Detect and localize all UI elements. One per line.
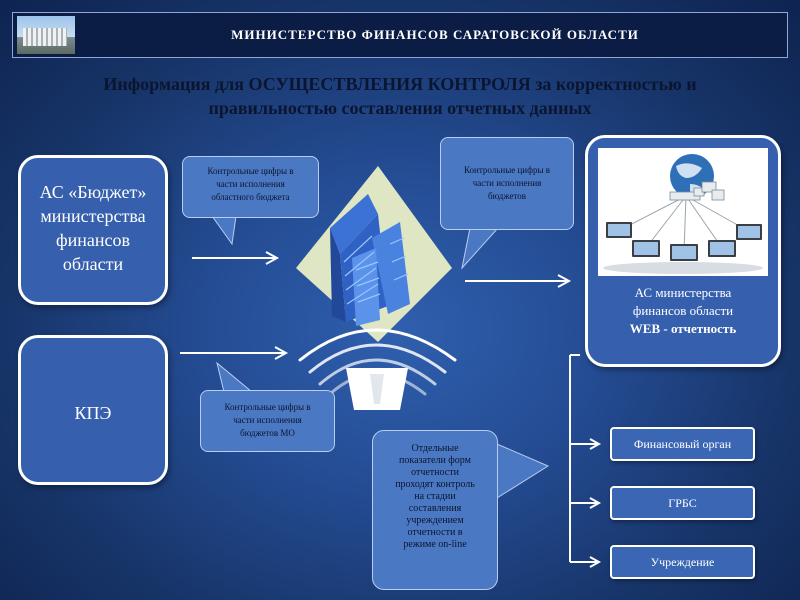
callout-online-line: составления	[408, 503, 462, 514]
wireless-signal-icon	[298, 328, 457, 396]
bubble-tail-regional	[211, 215, 237, 246]
main-title-line-2: правильностью составления отчетных данны…	[208, 98, 592, 118]
callout-budgets: Контрольные цифры в части исполнения бюд…	[440, 137, 574, 230]
callout-online-line: на стадии	[414, 491, 456, 502]
header-title: МИНИСТЕРСТВО ФИНАНСОВ САРАТОВСКОЙ ОБЛАСТ…	[231, 27, 639, 42]
web-reporting-line-3: WEB - отчетность	[629, 321, 737, 336]
bubble-tail-online	[496, 443, 550, 499]
budget-system-line-4: области	[62, 254, 124, 274]
web-reporting-text: АС министерства финансов области WEB - о…	[594, 284, 772, 338]
callout-online-line: отчетности в	[407, 527, 463, 538]
budget-system-line-1: АС «Бюджет»	[39, 182, 147, 202]
callout-mo-line-2: части исполнения	[233, 415, 302, 425]
budget-system-box: АС «Бюджет» министерства финансов област…	[18, 155, 168, 305]
bubble-tail-budgets	[461, 227, 500, 270]
main-title: Информация для ОСУЩЕСТВЛЕНИЯ КОНТРОЛЯ за…	[40, 72, 760, 120]
callout-online-line: показатели форм	[399, 455, 471, 466]
globe-network-icon	[603, 154, 763, 274]
building-facade	[23, 28, 67, 46]
network-globe-illustration	[598, 148, 768, 276]
kpe-label: КПЭ	[74, 403, 112, 423]
callout-online-line: Отдельные	[411, 443, 459, 454]
arrow-budget-to-center	[192, 251, 280, 265]
callout-regional-line-2: части исполнения	[216, 179, 285, 189]
organizations-bracket	[569, 354, 602, 568]
office-building-icon	[330, 194, 410, 326]
web-reporting-line-1: АС министерства	[634, 285, 732, 300]
callout-budgets-line-3: бюджетов	[487, 191, 527, 201]
kpe-box: КПЭ	[18, 335, 168, 485]
callout-mo-line-3: бюджетов МО	[240, 428, 295, 438]
header-bar: МИНИСТЕРСТВО ФИНАНСОВ САРАТОВСКОЙ ОБЛАСТ…	[12, 12, 788, 58]
institution-box: Учреждение	[610, 545, 755, 579]
callout-mo-line-1: Контрольные цифры в	[224, 402, 311, 412]
finance-body-box: Финансовый орган	[610, 427, 755, 461]
callout-regional-line-3: областного бюджета	[211, 192, 290, 202]
bubble-tail-mo	[216, 361, 254, 393]
callout-mo-budgets: Контрольные цифры в части исполнения бюд…	[200, 390, 335, 452]
callout-online-line: режиме on-line	[403, 539, 467, 550]
callout-online-line: проходят контроль	[395, 479, 475, 490]
budget-system-line-3: финансов	[55, 230, 131, 250]
grbs-box: ГРБС	[610, 486, 755, 520]
callout-regional-line-1: Контрольные цифры в	[207, 166, 294, 176]
callout-budgets-line-1: Контрольные цифры в	[463, 165, 550, 175]
main-title-line-1: Информация для ОСУЩЕСТВЛЕНИЯ КОНТРОЛЯ за…	[103, 74, 697, 94]
web-reporting-line-2: финансов области	[632, 303, 734, 318]
ministry-building-photo	[17, 16, 75, 54]
callout-online-control: Отдельные показатели форм отчетности про…	[372, 430, 498, 590]
callout-online-line: учреждением	[406, 515, 464, 526]
budget-system-line-2: министерства	[40, 206, 146, 226]
antenna-tower-icon	[346, 368, 408, 410]
callout-budgets-line-2: части исполнения	[472, 178, 542, 188]
callout-regional-budget: Контрольные цифры в части исполнения обл…	[182, 156, 319, 218]
web-reporting-box: АС министерства финансов области WEB - о…	[585, 135, 781, 367]
arrow-kpe-to-center	[180, 346, 289, 360]
arrow-center-to-web	[465, 274, 572, 288]
callout-online-line: отчетности	[411, 467, 459, 478]
